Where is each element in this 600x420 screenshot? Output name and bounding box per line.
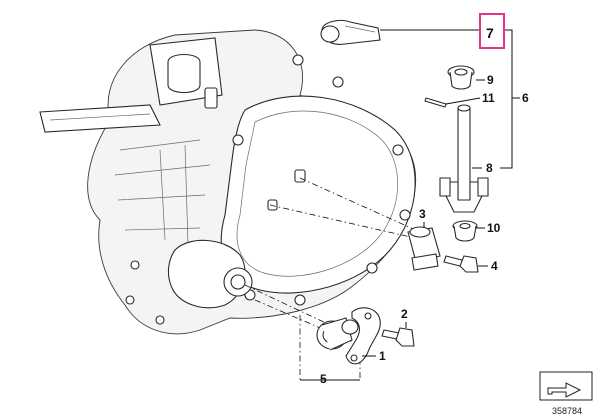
callout-3: 3 xyxy=(419,207,426,221)
callout-labels: 7 9 11 6 8 3 10 4 2 1 5 xyxy=(320,25,529,386)
part-8-shift-shaft xyxy=(439,104,489,213)
part-2-bolt xyxy=(381,327,415,347)
callout-6: 6 xyxy=(522,91,529,105)
gearbox-housing xyxy=(39,29,417,335)
part-9-bushing xyxy=(447,65,475,90)
reference-number: 358784 xyxy=(552,406,582,416)
callout-5: 5 xyxy=(320,372,327,386)
part-3-release-sleeve xyxy=(407,226,441,271)
leader-lines xyxy=(300,29,520,381)
highlight-box xyxy=(479,13,505,49)
callout-9: 9 xyxy=(487,73,494,87)
part-11-pin xyxy=(424,97,447,108)
part-10-bushing xyxy=(452,220,478,242)
part-1-guide-plate xyxy=(345,307,381,365)
callout-4: 4 xyxy=(491,259,498,273)
callout-11: 11 xyxy=(482,91,495,105)
part-4-hex-bolt xyxy=(443,255,479,273)
callout-10: 10 xyxy=(487,221,501,235)
callout-1: 1 xyxy=(379,349,386,363)
callout-8: 8 xyxy=(486,161,493,175)
callout-2: 2 xyxy=(401,307,408,321)
arrow-direction-icon xyxy=(539,371,593,401)
part-7-shift-knob xyxy=(320,19,381,45)
part-5-release-bearing xyxy=(316,317,359,351)
callout-7: 7 xyxy=(486,25,494,41)
